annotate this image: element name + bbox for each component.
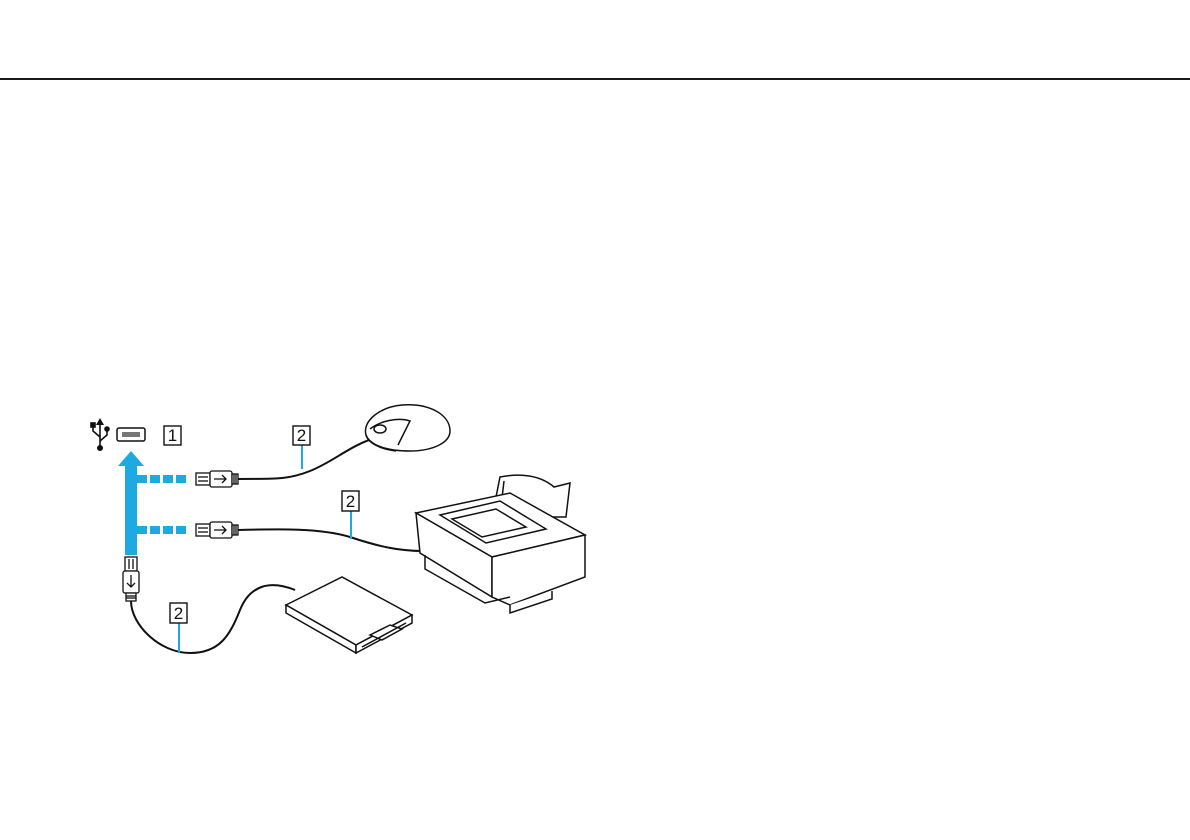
printer-cable bbox=[238, 529, 423, 551]
callout-drive-cable: 2 bbox=[170, 603, 187, 653]
usb-symbol-icon bbox=[91, 418, 109, 451]
mouse-icon bbox=[365, 405, 450, 451]
callout-port: 1 bbox=[164, 426, 181, 445]
drive-usb-plug-icon bbox=[123, 557, 139, 601]
callout-port-label: 1 bbox=[168, 426, 177, 445]
callout-printer-cable: 2 bbox=[342, 491, 359, 539]
printer-usb-plug-icon bbox=[196, 522, 238, 538]
usb-port-icon bbox=[117, 428, 145, 441]
printer-icon bbox=[416, 475, 585, 613]
mouse-usb-plug-icon bbox=[196, 471, 238, 487]
callout-drive-cable-label: 2 bbox=[174, 604, 183, 623]
callout-mouse-cable-label: 2 bbox=[297, 426, 306, 445]
header-rule bbox=[0, 78, 1190, 80]
callout-printer-cable-label: 2 bbox=[346, 492, 355, 511]
floppy-drive-icon bbox=[286, 577, 412, 653]
connection-arrow bbox=[118, 451, 186, 555]
callout-mouse-cable: 2 bbox=[293, 426, 310, 469]
usb-connection-diagram: 1 bbox=[80, 385, 620, 675]
drive-cable bbox=[131, 585, 295, 653]
